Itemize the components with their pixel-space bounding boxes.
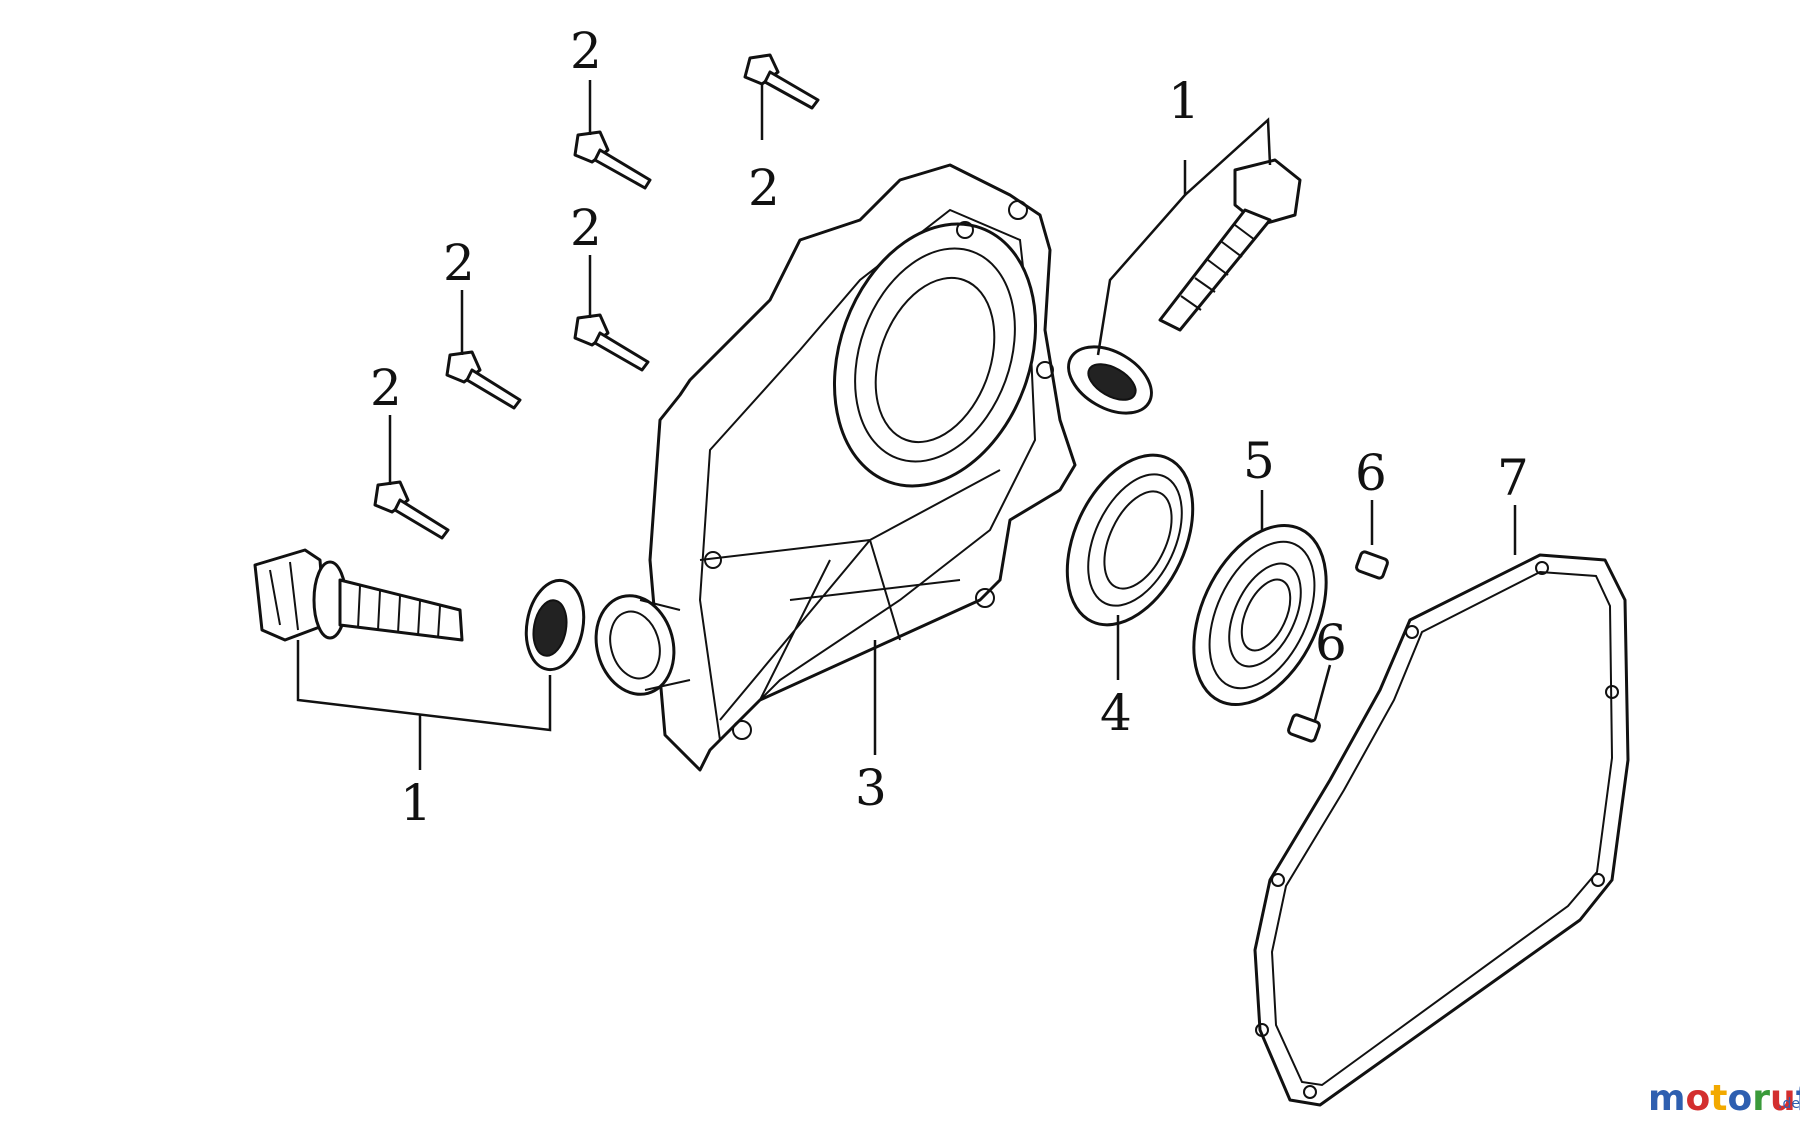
callout-1-left: 1	[400, 774, 432, 832]
watermark-letter: u	[1770, 1078, 1796, 1119]
callout-6: 6	[1315, 614, 1347, 672]
watermark-letter: t	[1710, 1078, 1727, 1119]
site-watermark: motoruf .de	[1648, 1078, 1800, 1119]
callout-2: 2	[570, 22, 602, 80]
watermark-letter: m	[1648, 1078, 1686, 1119]
crankcase-cover	[594, 163, 1077, 772]
crankcase-gasket	[1253, 553, 1630, 1107]
crankshaft-oil-seal	[1065, 453, 1195, 627]
dowel-pin	[1355, 550, 1389, 580]
flange-bolt	[445, 350, 522, 410]
callout-7: 7	[1497, 449, 1529, 507]
watermark-letter: r	[1752, 1078, 1770, 1119]
watermark-letter: o	[1686, 1078, 1711, 1119]
callout-2: 2	[570, 199, 602, 257]
callout-labels: 1 1 2 2 2 2 2 3 4 5 6 6 7	[370, 22, 1529, 832]
ball-bearing	[1192, 523, 1328, 707]
flange-bolt	[373, 480, 450, 540]
callout-4: 4	[1100, 684, 1132, 742]
dowel-pin	[1287, 713, 1321, 743]
callout-2: 2	[370, 359, 402, 417]
svg-text:motoruf: motoruf	[1648, 1078, 1800, 1119]
watermark-suffix: .de	[1778, 1096, 1800, 1112]
flange-bolt	[743, 53, 820, 110]
oil-filler-plug-left	[253, 548, 464, 642]
flange-bolt	[573, 313, 650, 372]
watermark-letter: o	[1727, 1078, 1752, 1119]
watermark-letter: f	[1796, 1078, 1800, 1119]
callout-2: 2	[443, 234, 475, 292]
oil-seal-left	[524, 578, 586, 672]
callout-6: 6	[1355, 444, 1387, 502]
flange-bolt	[573, 130, 652, 190]
oil-filler-plug-right	[1158, 158, 1302, 332]
callout-2: 2	[748, 159, 780, 217]
callout-3: 3	[855, 759, 887, 817]
callout-1-right: 1	[1168, 72, 1200, 130]
callout-5: 5	[1243, 432, 1275, 490]
leader-lines	[296, 80, 1517, 770]
oil-seal-right	[1067, 345, 1153, 415]
